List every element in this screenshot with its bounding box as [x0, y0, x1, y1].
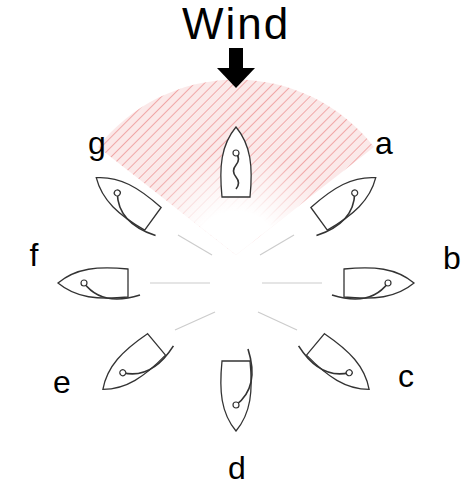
sailboat	[221, 349, 252, 431]
point-label: c	[398, 360, 414, 392]
point-label: a	[375, 127, 393, 159]
wind-label: Wind	[182, 2, 290, 46]
sailboat	[87, 165, 172, 238]
point-label: b	[443, 242, 461, 274]
point-label: d	[228, 452, 246, 484]
sailboat	[93, 325, 176, 402]
wind-arrow	[217, 48, 255, 88]
boats	[58, 127, 414, 431]
sailboat	[58, 268, 140, 299]
point-label: e	[53, 366, 71, 398]
sailboat	[221, 127, 251, 197]
sector-lines	[150, 235, 322, 330]
sailboat	[296, 325, 379, 402]
sailboat	[332, 268, 414, 299]
point-label: f	[30, 239, 39, 271]
point-label: g	[88, 127, 106, 159]
no-go-zone	[98, 80, 374, 255]
sailboat	[300, 165, 385, 238]
